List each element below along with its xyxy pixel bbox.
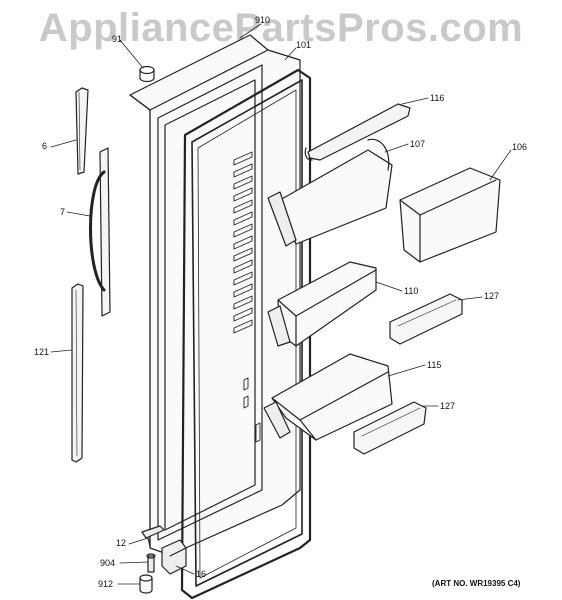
callout-127b: 127 [440,401,456,411]
bin-door-127a [389,293,463,345]
trim-strip-121 [71,283,84,463]
leader-lines [50,23,512,585]
callout-6: 6 [42,141,48,151]
callout-115: 115 [427,360,442,370]
callout-110: 110 [404,286,419,296]
bin-door-127b [353,401,427,455]
door-bin-106 [399,167,501,263]
callout-101: 101 [296,40,312,50]
callout-91: 91 [112,34,123,44]
trim-strip-6 [75,87,89,175]
bin-cover [304,103,411,161]
door-handle [89,147,111,317]
bushing-912 [139,574,153,594]
liner-ribs [233,151,261,443]
hinge-cap [139,65,155,83]
watermark-logo: AppliancePartsPros.com [38,6,524,50]
callout-912: 912 [98,579,114,589]
callout-16: 16 [196,569,207,579]
hinge-bracket-12 [141,525,165,547]
door-bin-115 [263,353,393,441]
bottom-hinge-16 [161,539,187,575]
callout-7: 7 [60,207,66,217]
callout-107: 107 [410,139,426,149]
screw-904 [146,553,156,573]
callout-12: 12 [116,538,127,548]
callout-904: 904 [100,558,116,568]
callout-121: 121 [34,347,50,357]
callout-127a: 127 [484,291,500,301]
door-bin-110 [267,261,377,347]
door-gasket [180,68,312,600]
callout-106: 106 [512,142,528,152]
door-bin-107 [267,138,393,247]
door-outer-panel [129,34,301,556]
callout-910: 910 [255,15,271,25]
art-number: (ART NO. WR19395 C4) [432,579,521,588]
callout-116: 116 [430,93,445,103]
